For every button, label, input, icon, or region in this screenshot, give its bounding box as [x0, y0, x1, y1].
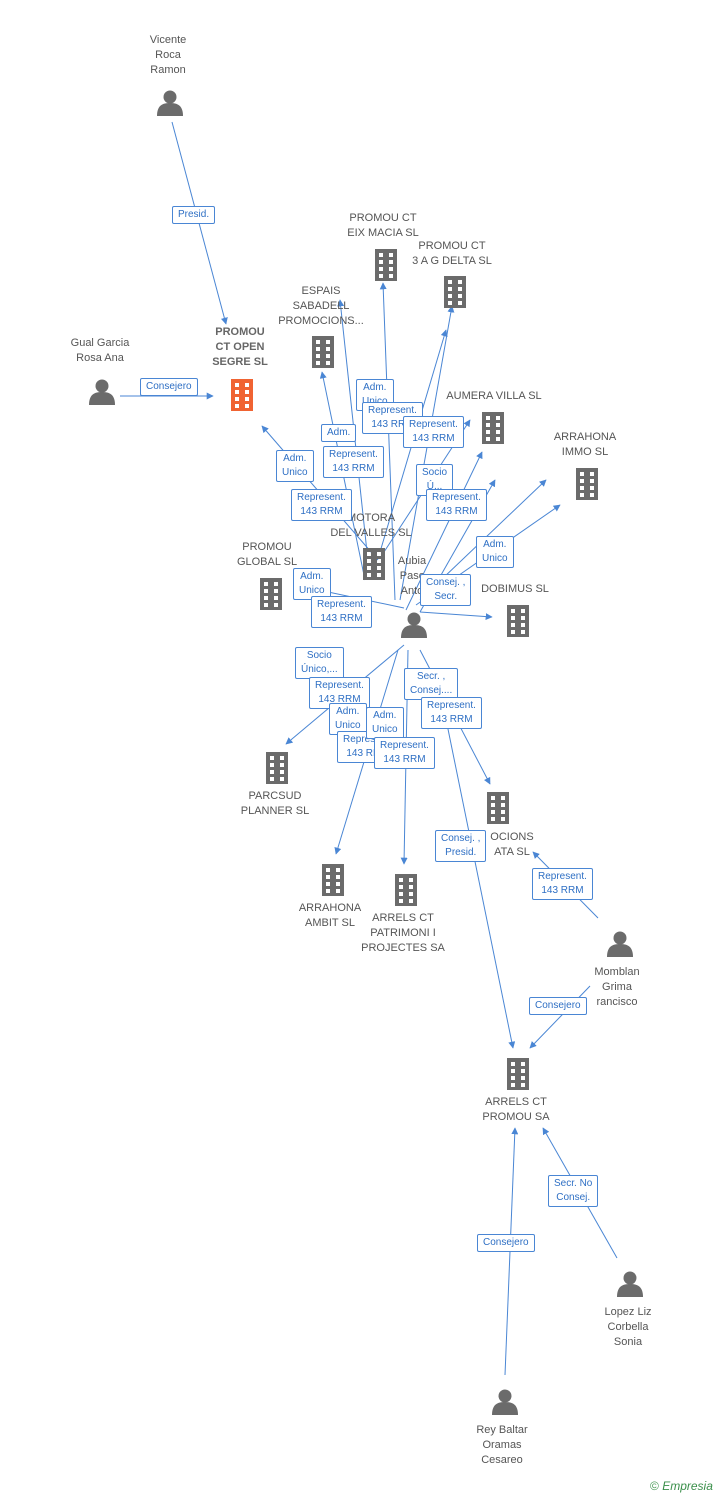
building-icon-immo[interactable] — [576, 468, 598, 500]
edge-line-15 — [437, 679, 516, 1049]
building-icon-ambit[interactable] — [322, 864, 344, 896]
node-label-momblan[interactable]: Momblan Grima rancisco — [594, 966, 640, 1008]
node-label-aubia[interactable]: Aubia Pasc Anto — [397, 555, 427, 597]
edge-label-represent-global[interactable]: Represent. 143 RRM — [311, 596, 372, 628]
edge-label-represent-pocions[interactable]: Represent. 143 RRM — [421, 697, 482, 729]
node-label-main-company[interactable]: PROMOU CT OPEN SEGRE SL — [212, 326, 268, 368]
node-label-lopez[interactable]: Lopez Liz Corbella Sonia — [604, 1306, 652, 1348]
edge-label-consejero-momblan[interactable]: Consejero — [529, 997, 587, 1015]
person-icon-lopez[interactable] — [617, 1271, 643, 1298]
edge-label-adm-main[interactable]: Adm. Unico — [276, 450, 314, 482]
edge-label-adm-immo[interactable]: Adm. Unico — [476, 536, 514, 568]
node-label-delta[interactable]: PROMOU CT 3 A G DELTA SL — [412, 240, 492, 267]
building-icon-global[interactable] — [260, 578, 282, 610]
building-icon-espais[interactable] — [312, 336, 334, 368]
node-label-immo[interactable]: ARRAHONA IMMO SL — [553, 431, 617, 458]
node-label-rey[interactable]: Rey Baltar Oramas Cesareo — [476, 1424, 528, 1466]
node-label-gual[interactable]: Gual Garcia Rosa Ana — [70, 337, 130, 364]
node-label-parcsud[interactable]: PARCSUD PLANNER SL — [240, 790, 310, 817]
brand-logo[interactable]: Empresia — [662, 1479, 713, 1493]
edge-label-adm-global[interactable]: Adm. Unico — [293, 568, 331, 600]
building-icon-main[interactable] — [231, 379, 253, 411]
building-icon-patrimoni[interactable] — [395, 874, 417, 906]
edge-label-adm-espais[interactable]: Adm. — [321, 424, 357, 442]
edge-line-3 — [399, 305, 455, 601]
edge-label-adm-ambit[interactable]: Adm. Unico — [329, 703, 367, 735]
building-icon-dobimus[interactable] — [507, 605, 529, 637]
node-label-patrimoni[interactable]: ARRELS CT PATRIMONI I PROJECTES SA — [361, 912, 445, 954]
edge-line-8 — [419, 611, 493, 621]
edge-line-6 — [405, 451, 483, 611]
edge-label-represent-espais[interactable]: Represent. 143 RRM — [323, 446, 384, 478]
person-icon-rey[interactable] — [492, 1389, 518, 1416]
node-label-vicente[interactable]: Vicente Roca Ramon — [149, 34, 187, 76]
edge-label-secr-consej-pocions[interactable]: Secr. , Consej.... — [404, 668, 459, 700]
edge-line-16 — [529, 985, 591, 1049]
node-label-aumera[interactable]: AUMERA VILLA SL — [446, 390, 542, 402]
node-label-arrels[interactable]: ARRELS CT PROMOU SA — [482, 1096, 550, 1123]
node-label-dobimus[interactable]: DOBIMUS SL — [481, 583, 549, 595]
node-label-ambit[interactable]: ARRAHONA AMBIT SL — [298, 902, 362, 929]
person-icon-aubia[interactable] — [401, 612, 427, 639]
copyright-icon: © — [650, 1479, 659, 1493]
edge-label-represent-momblan[interactable]: Represent. 143 RRM — [532, 868, 593, 900]
edge-label-secr-no-consej[interactable]: Secr. No Consej. — [548, 1175, 599, 1207]
edge-label-represent-delta[interactable]: Represent. 143 RRM — [403, 416, 464, 448]
node-label-espais[interactable]: ESPAIS SABADELL PROMOCIONS... — [278, 285, 364, 327]
person-icon-momblan[interactable] — [607, 931, 633, 958]
building-icon-aumera[interactable] — [482, 412, 504, 444]
node-label-eix[interactable]: PROMOU CT EIX MACIA SL — [347, 212, 419, 239]
edge-label-consejero-rey[interactable]: Consejero — [477, 1234, 535, 1252]
edge-line-2 — [379, 282, 396, 601]
edge-label-consejero-gual[interactable]: Consejero — [140, 378, 198, 396]
edge-label-represent-main[interactable]: Represent. 143 RRM — [291, 489, 352, 521]
building-icon-delta[interactable] — [444, 276, 466, 308]
edge-label-socio-parcsud[interactable]: Socio Único,... — [295, 647, 344, 679]
building-icon-pocions[interactable] — [487, 792, 509, 824]
edge-label-consej-presid-arrels[interactable]: Consej. , Presid. — [435, 830, 487, 862]
node-label-pocions[interactable]: OCIONS ATA SL — [490, 831, 534, 858]
node-label-motora[interactable]: MOTORA DEL VALLES SL — [330, 512, 412, 539]
edge-label-represent-patrimoni[interactable]: Represent. 143 RRM — [374, 737, 435, 769]
footer-credit: © Empresia — [650, 1479, 713, 1493]
building-icon-arrels[interactable] — [507, 1058, 529, 1090]
node-label-global[interactable]: PROMOU GLOBAL SL — [236, 541, 298, 568]
edge-label-adm-patrimoni[interactable]: Adm. Unico — [366, 707, 404, 739]
building-icon-parcsud[interactable] — [266, 752, 288, 784]
person-icon-vicente[interactable] — [157, 90, 183, 117]
edge-label-presid[interactable]: Presid. — [172, 206, 216, 224]
edge-label-represent-aumera[interactable]: Represent. 143 RRM — [426, 489, 487, 521]
edge-label-consej-secr-dobimus[interactable]: Consej. , Secr. — [420, 574, 472, 606]
person-icon-gual[interactable] — [89, 379, 115, 406]
